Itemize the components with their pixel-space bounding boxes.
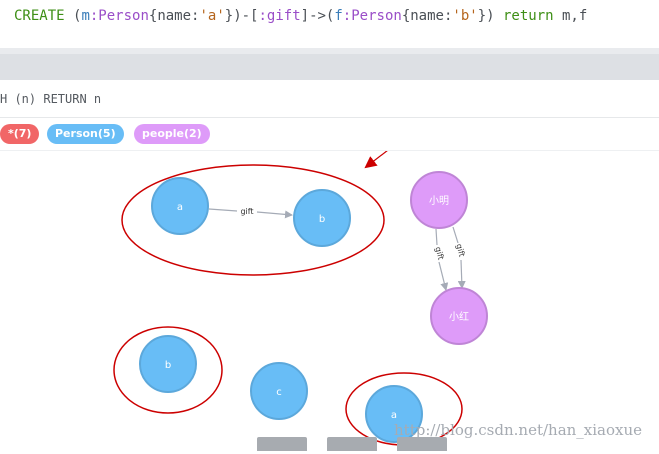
- query-token: }): [477, 8, 503, 24]
- annotation-ellipse: [121, 164, 385, 276]
- query-token: :gift: [258, 8, 301, 24]
- query-token: ]->(: [300, 8, 335, 24]
- annotation-ellipse: [113, 326, 223, 414]
- relationship-line: [457, 259, 466, 289]
- node-circle: [410, 171, 468, 229]
- node-circle: [139, 335, 197, 393]
- node-person-b[interactable]: b: [293, 189, 351, 247]
- query-token: {name:: [148, 8, 200, 24]
- node-person-c[interactable]: c: [250, 362, 308, 420]
- relationship-label: gift: [433, 246, 445, 261]
- label-pill-people[interactable]: people(2): [134, 124, 210, 144]
- query-token: m,f: [553, 8, 588, 24]
- query-token: return: [502, 8, 554, 24]
- query-token: })-[: [224, 8, 259, 24]
- node-circle: [365, 385, 423, 443]
- label-pill-person[interactable]: Person(5): [47, 124, 124, 144]
- node-people-xiaoming[interactable]: 小明: [410, 171, 468, 229]
- node-people-xiaohong[interactable]: 小红: [430, 287, 488, 345]
- node-circle: [151, 177, 209, 235]
- node-caption: c: [276, 387, 282, 398]
- relationship-gift-xiaoming-xiaohong-2[interactable]: gift: [452, 226, 466, 289]
- node-circle: [293, 189, 351, 247]
- relationship-line: [452, 226, 459, 244]
- query-token: (: [64, 8, 82, 24]
- relationship-label: gift: [240, 207, 253, 216]
- result-frame-header: [0, 54, 659, 80]
- graph-canvas[interactable]: gift gift gift a b 小明 小红: [0, 89, 659, 450]
- query-text[interactable]: CREATE (m:Person{name:'a'})-[:gift]->(f:…: [14, 8, 587, 24]
- frame-command[interactable]: H (n) RETURN n: [0, 92, 102, 106]
- node-person-a-2[interactable]: a: [365, 385, 423, 443]
- node-caption: 小红: [449, 310, 469, 323]
- relationship-line: [438, 261, 449, 291]
- frame-separator: [0, 48, 659, 54]
- relationship-gift-a-b[interactable]: gift: [208, 207, 293, 219]
- query-token: CREATE: [14, 8, 65, 24]
- query-token: 'a': [199, 8, 225, 24]
- node-circle: [430, 287, 488, 345]
- query-token: {name:: [401, 8, 453, 24]
- annotation-arrow: [364, 89, 467, 169]
- node-caption: a: [177, 202, 183, 213]
- toolbar-button[interactable]: [397, 437, 447, 451]
- query-token: 'b': [452, 8, 478, 24]
- query-editor[interactable]: CREATE (m:Person{name:'a'})-[:gift]->(f:…: [0, 0, 659, 40]
- relationship-line: [435, 228, 438, 246]
- query-token: m: [81, 8, 90, 24]
- toolbar-button[interactable]: [257, 437, 307, 451]
- node-caption: b: [319, 214, 325, 225]
- graph-svg[interactable]: gift gift gift a b 小明 小红: [0, 89, 659, 450]
- node-person-b-2[interactable]: b: [139, 335, 197, 393]
- relationship-label: gift: [454, 243, 466, 258]
- query-token: f: [334, 8, 343, 24]
- node-caption: b: [165, 360, 171, 371]
- divider: [0, 117, 659, 118]
- node-caption: a: [391, 410, 397, 421]
- relationship-gift-xiaoming-xiaohong-1[interactable]: gift: [433, 228, 449, 291]
- toolbar-button[interactable]: [327, 437, 377, 451]
- query-token: :Person: [89, 8, 149, 24]
- label-pill-all[interactable]: *(7): [0, 124, 40, 144]
- relationship-line: [208, 208, 238, 212]
- watermark: http://blog.csdn.net/han_xiaoxue: [394, 421, 643, 439]
- query-token: :Person: [342, 8, 402, 24]
- node-circle: [250, 362, 308, 420]
- node-caption: 小明: [429, 195, 449, 207]
- relationship-line: [256, 210, 293, 219]
- node-person-a[interactable]: a: [151, 177, 209, 235]
- divider: [0, 150, 659, 151]
